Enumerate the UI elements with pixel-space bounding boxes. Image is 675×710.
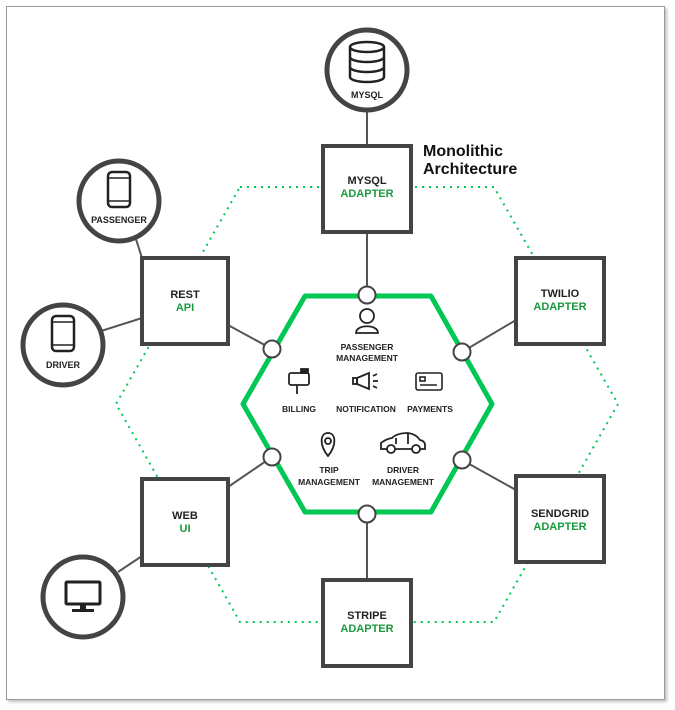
billing-label: BILLING [282,404,316,414]
twilio-adapter-box [514,256,606,346]
person-icon [355,308,379,334]
smartphone-icon [106,170,132,209]
sendgrid-adapter-title: SENDGRID [531,508,589,520]
payments-label: PAYMENTS [407,404,453,414]
mysql-adapter-subtitle: ADAPTER [340,188,393,200]
web-ui-box [140,477,230,567]
web-client-node [40,554,126,640]
web-ui-subtitle: UI [180,523,191,535]
trip-management-label-1: TRIP [319,465,339,475]
driver-node-label: DRIVER [46,360,81,370]
port-top [357,285,377,305]
port-lower-left [262,447,282,467]
mysql-adapter-box [321,144,413,234]
twilio-adapter-title: TWILIO [541,288,580,300]
web-ui-title: WEB [172,510,198,522]
diagram-title-line1: Monolithic [423,143,503,160]
mailbox-icon [288,368,310,394]
port-upper-left [262,339,282,359]
rest-api-box [140,256,230,346]
passenger-node-label: PASSENGER [91,215,147,225]
stripe-adapter-title: STRIPE [347,610,387,622]
outer-hexagon-boundary [114,186,620,623]
map-pin-icon [320,432,336,458]
stripe-adapter-subtitle: ADAPTER [340,623,393,635]
credit-card-icon [415,372,443,391]
twilio-adapter-subtitle: ADAPTER [533,301,586,313]
trip-management-label-2: MANAGEMENT [298,477,361,487]
rest-api-subtitle: API [176,302,194,314]
mysql-adapter-title: MYSQL [347,175,386,187]
monitor-icon [64,580,102,612]
passenger-management-label-2: MANAGEMENT [336,353,399,363]
sendgrid-adapter-box [514,474,606,564]
database-icon [348,40,386,84]
port-upper-right [452,342,472,362]
passenger-management-label-1: PASSENGER [341,342,394,352]
car-icon [380,432,426,454]
mysql-database-node [324,27,410,113]
port-lower-right [452,450,472,470]
diagram-title-line2: Architecture [423,161,517,178]
notification-label: NOTIFICATION [336,404,396,414]
connector-lines [97,108,517,580]
driver-management-label-2: MANAGEMENT [372,477,435,487]
rest-api-title: REST [170,289,200,301]
port-bottom [357,504,377,524]
driver-management-label-1: DRIVER [387,465,419,475]
megaphone-icon [352,371,378,391]
smartphone-icon [50,314,76,353]
mysql-node-label: MYSQL [351,90,384,100]
stripe-adapter-box [321,578,413,668]
application-core-hexagon [240,293,495,515]
ports [262,285,472,524]
sendgrid-adapter-subtitle: ADAPTER [533,521,586,533]
